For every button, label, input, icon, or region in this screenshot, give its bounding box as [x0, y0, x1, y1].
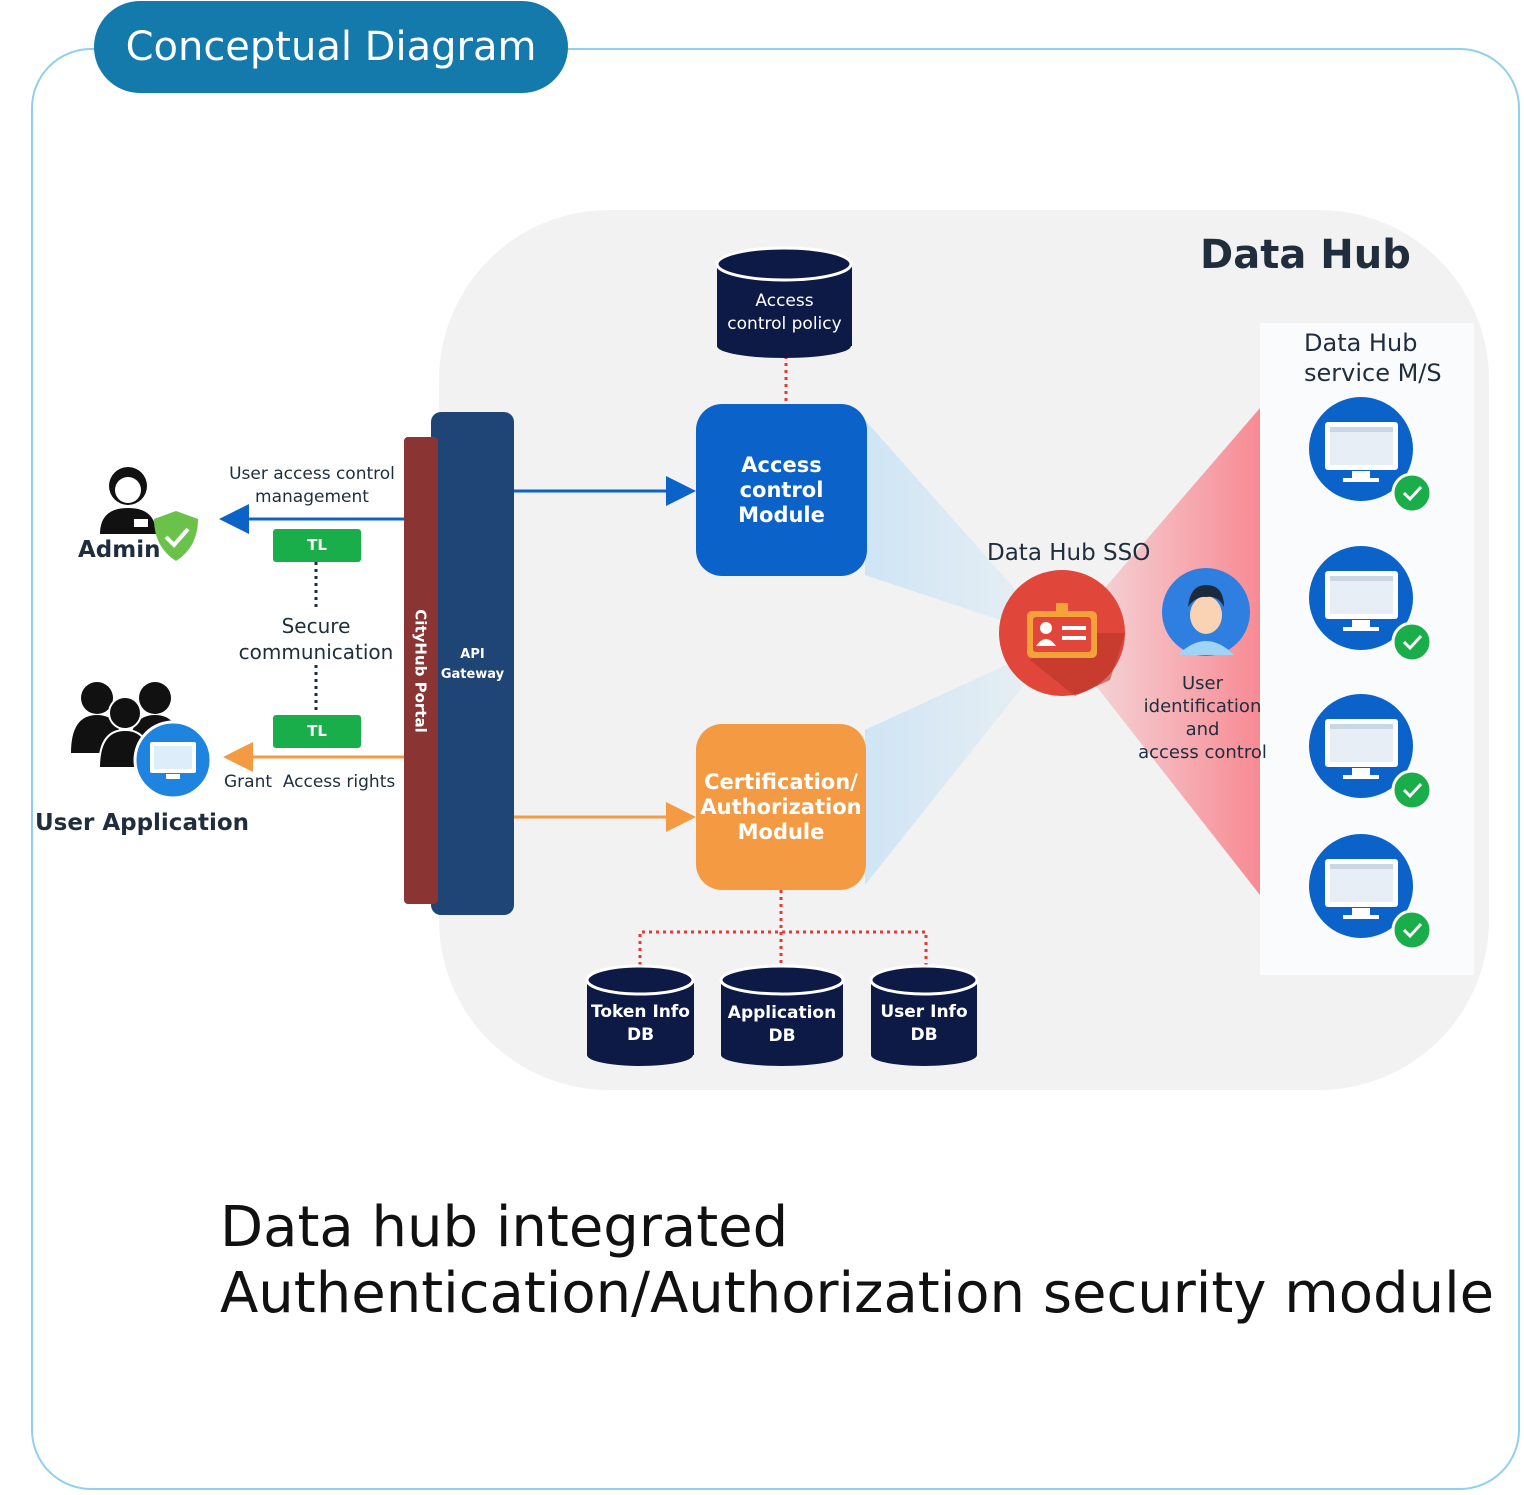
fan-access-to-sso [865, 420, 1060, 640]
admin-label: Admin [78, 537, 161, 563]
application-db-icon [719, 964, 845, 1066]
api-gateway-bar [431, 412, 514, 915]
tl-badge-bottom: TL [273, 715, 361, 748]
tl-badge-top: TL [273, 529, 361, 562]
user-app-label: User Application [35, 810, 250, 836]
service-monitor-icon-1 [1309, 397, 1433, 514]
user-db-icon [869, 964, 979, 1066]
user-app-arrow-label: Grant Access rights [224, 772, 396, 792]
service-monitor-icon-2 [1309, 546, 1433, 663]
service-monitor-icon-3 [1309, 694, 1433, 811]
diagram-caption: Data hub integrated Authentication/Autho… [220, 1195, 1495, 1326]
fan-sso-to-services [1060, 408, 1260, 895]
section-tab: Conceptual Diagram [94, 1, 568, 93]
cityhub-portal-bar [404, 437, 438, 904]
service-monitor-icon-4 [1309, 834, 1433, 951]
user-group-icon [71, 682, 181, 769]
admin-person-icon [100, 467, 156, 534]
policy-db-icon [715, 246, 853, 358]
sso-badge-icon [999, 570, 1125, 696]
sso-label: Data Hub SSO [987, 540, 1151, 566]
fan-cert-to-sso [865, 640, 1060, 885]
db-connector-horizontal [638, 930, 928, 965]
diagram-frame [31, 48, 1520, 1490]
user-app-monitor-icon [133, 720, 213, 800]
token-db-icon [585, 964, 695, 1066]
user-avatar-icon [1162, 568, 1250, 656]
admin-shield-icon [154, 511, 198, 561]
hub-title: Data Hub [1200, 232, 1411, 278]
